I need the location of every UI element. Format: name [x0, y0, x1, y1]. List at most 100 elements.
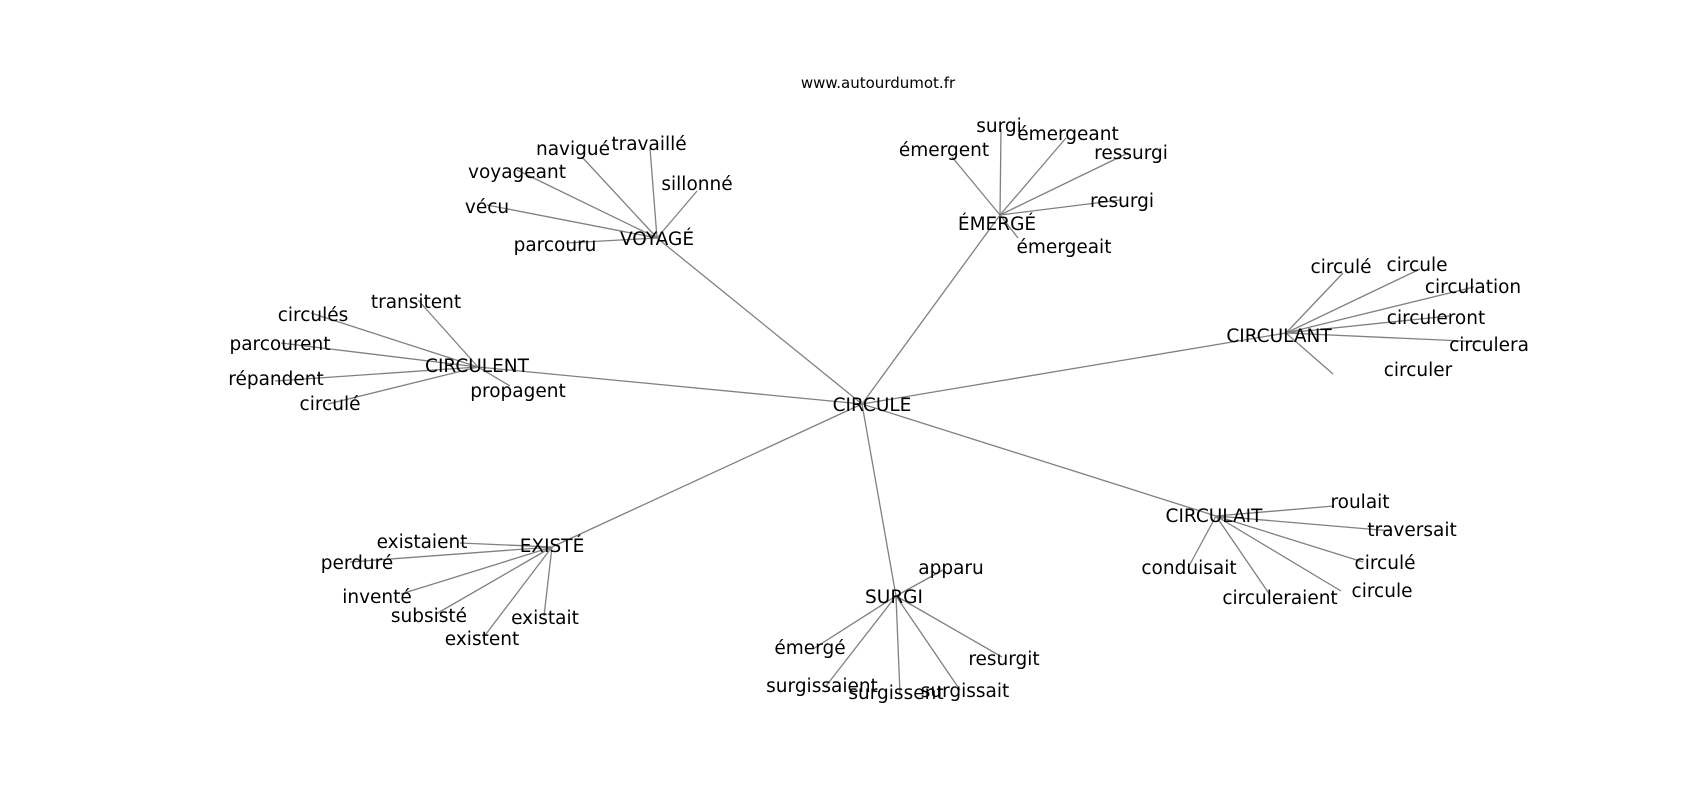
leaf-node-label: traversait — [1367, 520, 1457, 541]
leaf-node-label: surgissait — [921, 681, 1010, 702]
edge-hub-leaf — [435, 546, 553, 615]
leaf-node-label: circulera — [1449, 335, 1529, 356]
leaf-node-label: surgissent — [848, 683, 943, 704]
edge-hub-leaf — [999, 137, 1067, 216]
edge-hub-leaf — [482, 546, 553, 639]
hub-node-label: ÉMERGÉ — [958, 213, 1036, 235]
leaf-node-label: voyageant — [468, 162, 566, 183]
hub-node-label: VOYAGÉ — [620, 228, 694, 250]
edge-hub-leaf — [825, 595, 897, 687]
leaf-node-label: circulé — [1311, 257, 1372, 278]
leaf-node-label: resurgit — [968, 649, 1039, 670]
site-title: www.autourdumot.fr — [801, 74, 956, 92]
edge-hub-leaf — [656, 190, 698, 239]
edge-center-hub — [551, 403, 863, 548]
leaf-node-label: vécu — [465, 197, 509, 218]
leaf-node-label: circulé — [300, 394, 361, 415]
leaf-node-label: navigué — [536, 139, 610, 160]
edge-center-hub — [861, 403, 897, 597]
edge-hub-leaf — [565, 237, 658, 244]
leaf-node-label: circule — [1352, 581, 1413, 602]
edge-hub-leaf — [1285, 268, 1421, 334]
edge-hub-leaf — [543, 546, 553, 617]
hub-node-label: CIRCULENT — [425, 356, 530, 377]
edge-hub-leaf — [895, 595, 901, 695]
leaf-node-label: existait — [511, 608, 579, 629]
edge-hub-leaf — [1285, 332, 1334, 375]
edge-hub-leaf — [1215, 515, 1271, 596]
leaf-node-label: circulés — [278, 305, 349, 326]
leaf-node-label: travaillé — [611, 134, 686, 155]
graph-edges — [274, 128, 1486, 695]
edge-hub-leaf — [581, 156, 658, 239]
leaf-node-label: ressurgi — [1094, 143, 1168, 164]
leaf-node-label: circulation — [1425, 277, 1521, 298]
leaf-node-label: existaient — [377, 532, 468, 553]
leaf-node-label: surgi — [976, 116, 1022, 137]
edge-hub-leaf — [516, 169, 658, 239]
edge-hub-leaf — [999, 128, 1002, 216]
edge-hub-leaf — [1285, 332, 1486, 343]
leaf-node-label: circuleront — [1387, 308, 1485, 329]
edge-hub-leaf — [1215, 515, 1393, 532]
hub-node-label: CIRCULAIT — [1166, 506, 1264, 527]
edge-hub-leaf — [1285, 315, 1450, 334]
leaf-node-label: surgissaient — [766, 676, 878, 697]
edge-hub-leaf — [999, 214, 1019, 239]
edge-hub-leaf — [1285, 286, 1475, 334]
edge-hub-leaf — [1215, 515, 1342, 592]
leaf-node-label: émergeait — [1017, 237, 1112, 258]
leaf-node-label: émergent — [899, 140, 989, 161]
center-node-label: CIRCULE — [833, 395, 912, 416]
edge-hub-leaf — [1215, 505, 1335, 517]
leaf-node-label: subsisté — [391, 606, 467, 627]
edge-center-hub — [861, 332, 1287, 405]
hub-node-label: SURGI — [865, 587, 923, 608]
edge-hub-leaf — [999, 152, 1129, 216]
edge-hub-leaf — [486, 204, 658, 239]
edge-center-hub — [477, 366, 863, 405]
leaf-node-label: parcourent — [229, 334, 330, 355]
leaf-node-label: circulé — [1355, 553, 1416, 574]
edge-hub-leaf — [812, 595, 897, 650]
leaf-node-label: sillonné — [661, 174, 732, 195]
edge-hub-leaf — [417, 299, 479, 368]
leaf-node-label: circuler — [1384, 360, 1453, 381]
leaf-node-label: perduré — [321, 553, 393, 574]
leaf-node-label: transitent — [371, 292, 461, 313]
leaf-node-label: circuleraient — [1222, 588, 1337, 609]
edge-hub-leaf — [400, 546, 553, 595]
edge-hub-leaf — [327, 366, 479, 405]
edge-hub-leaf — [1215, 515, 1364, 563]
edge-hub-leaf — [1285, 272, 1344, 334]
leaf-node-label: inventé — [342, 587, 412, 608]
leaf-node-label: apparu — [918, 558, 984, 579]
leaf-node-label: répandent — [228, 369, 324, 390]
edge-center-hub — [861, 403, 1217, 517]
edge-hub-leaf — [274, 366, 479, 382]
leaf-node-label: resurgi — [1090, 191, 1154, 212]
edge-center-hub — [656, 237, 863, 405]
leaf-node-label: propagent — [470, 381, 565, 402]
edge-hub-leaf — [349, 546, 553, 563]
leaf-node-label: parcouru — [514, 235, 597, 256]
edge-hub-leaf — [477, 366, 511, 387]
edge-hub-leaf — [895, 595, 1003, 658]
edge-hub-leaf — [895, 569, 944, 597]
edge-hub-leaf — [999, 199, 1121, 216]
hub-node-label: EXISTÉ — [520, 535, 585, 557]
edge-hub-leaf — [951, 156, 1001, 216]
edge-hub-leaf — [895, 595, 961, 691]
edge-hub-leaf — [459, 542, 553, 548]
leaf-node-label: existent — [445, 629, 519, 650]
edge-hub-leaf — [280, 342, 479, 368]
leaf-node-label: émergeant — [1017, 124, 1119, 145]
hub-node-label: CIRCULANT — [1226, 326, 1332, 347]
leaf-node-label: émergé — [774, 638, 845, 659]
edge-center-hub — [861, 214, 1001, 405]
edge-hub-leaf — [649, 147, 658, 239]
edge-hub-leaf — [310, 312, 479, 368]
leaf-node-label: circule — [1387, 255, 1448, 276]
